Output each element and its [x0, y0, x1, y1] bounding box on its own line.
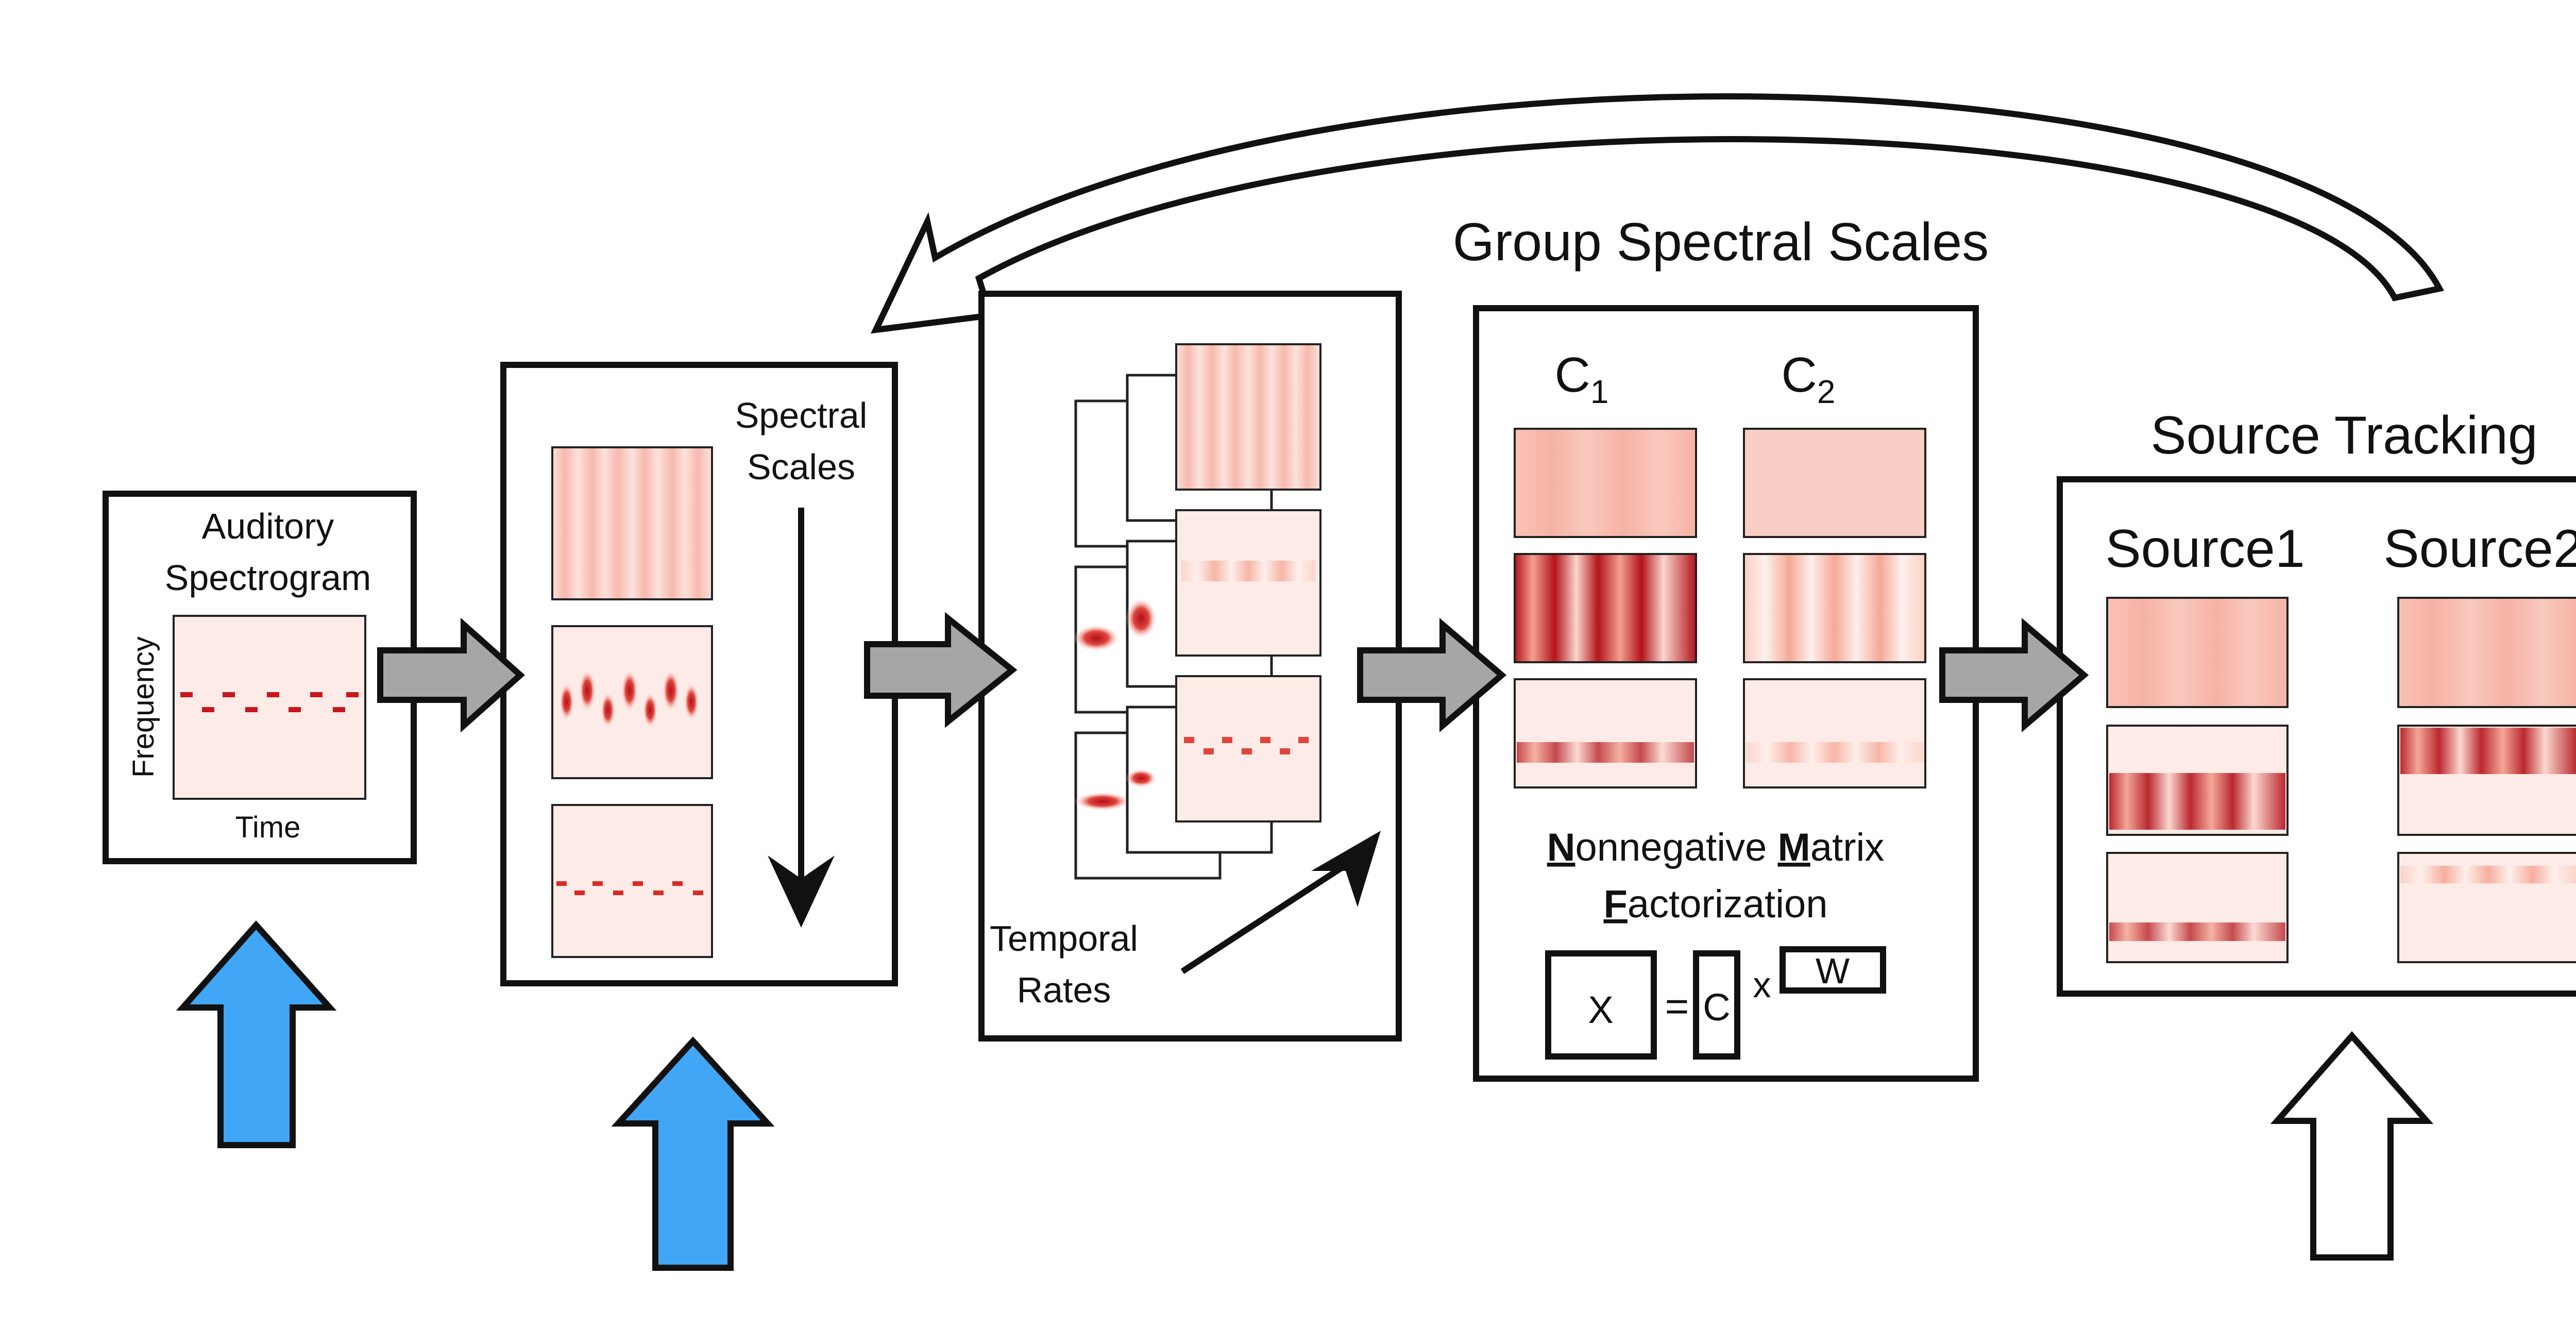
temporal-rates-label-line2: Rates: [1017, 970, 1111, 1010]
times-sign: x: [1753, 965, 1771, 1005]
source1-component-3-band: [2109, 922, 2285, 941]
source1-component-1: [2106, 597, 2289, 708]
source2-component-2-band: [2400, 728, 2576, 774]
nmf-col2-subscript: 2: [1817, 373, 1836, 410]
nmf-col1-label: C1: [1555, 347, 1609, 410]
rate-stack-3: [1074, 675, 1321, 880]
output-arrow: [2270, 1031, 2434, 1261]
stage1-title-line2: Spectrogram: [165, 558, 371, 598]
c2-component-3-band: [1746, 742, 1923, 763]
source2-component-1: [2397, 597, 2576, 708]
c1-component-1: [1514, 428, 1697, 538]
c1-component-3-band: [1517, 742, 1694, 763]
feedback-curved-arrow: [870, 93, 2445, 334]
flow-arrow-4: [1939, 618, 2089, 732]
matrix-x-box: [1545, 950, 1657, 1060]
c1-component-2: [1514, 553, 1697, 663]
source2-label: Source2: [2383, 519, 2576, 579]
matrix-w-label: W: [1816, 951, 1850, 991]
scale-panel-1: [551, 446, 713, 600]
stage1-title-line1: Auditory: [202, 506, 334, 546]
flow-arrow-3: [1357, 618, 1507, 732]
nmf-title-line1: Nonnegative Matrix: [1547, 826, 1885, 869]
spectral-scales-label-line2: Scales: [747, 447, 855, 487]
c2-component-1: [1743, 428, 1926, 538]
c1-component-3: [1514, 678, 1697, 788]
spectral-scales-label-line1: Spectral: [735, 395, 868, 435]
input-arrow-2: [611, 1036, 775, 1271]
c2-component-3: [1743, 678, 1926, 788]
equals-sign: =: [1665, 983, 1689, 1029]
c2-component-2: [1743, 553, 1926, 663]
spectral-scales-arrow: [768, 508, 835, 928]
matrix-w-box: [1780, 946, 1886, 994]
source2-component-3-band: [2400, 866, 2576, 883]
temporal-rates-arrow: [1180, 831, 1381, 975]
stage1-xlabel: Time: [235, 811, 301, 844]
stage1-ylabel: Frequency: [127, 636, 160, 778]
feedback-label: Group Spectral Scales: [1453, 212, 1989, 272]
scale-panel-2-blobs: [560, 670, 699, 728]
source1-component-3: [2106, 852, 2289, 963]
source-tracking-title: Source Tracking: [2150, 406, 2537, 465]
source1-component-2-band: [2109, 773, 2285, 830]
input-arrow-1: [176, 920, 337, 1148]
nmf-col2-label: C2: [1782, 347, 1836, 410]
matrix-c-box: [1693, 950, 1740, 1060]
scale-panel-3: [551, 804, 713, 958]
matrix-x-label: X: [1588, 988, 1613, 1031]
flow-arrows: [377, 612, 2089, 733]
source1-label: Source1: [2105, 519, 2304, 579]
nmf-col1-subscript: 1: [1590, 373, 1609, 410]
nmf-equation: X = C x W: [1545, 946, 1886, 1060]
rate-stack-2: [1073, 509, 1321, 714]
nmf-title-line2: Factorization: [1603, 882, 1827, 926]
scale-panel-3-dashes: [556, 881, 703, 895]
flow-arrow-1: [377, 617, 526, 733]
flow-arrow-2: [864, 612, 1018, 728]
temporal-rates-label-line1: Temporal: [990, 918, 1138, 959]
spectrogram-dashes: [180, 692, 359, 712]
matrix-c-label: C: [1703, 986, 1730, 1029]
